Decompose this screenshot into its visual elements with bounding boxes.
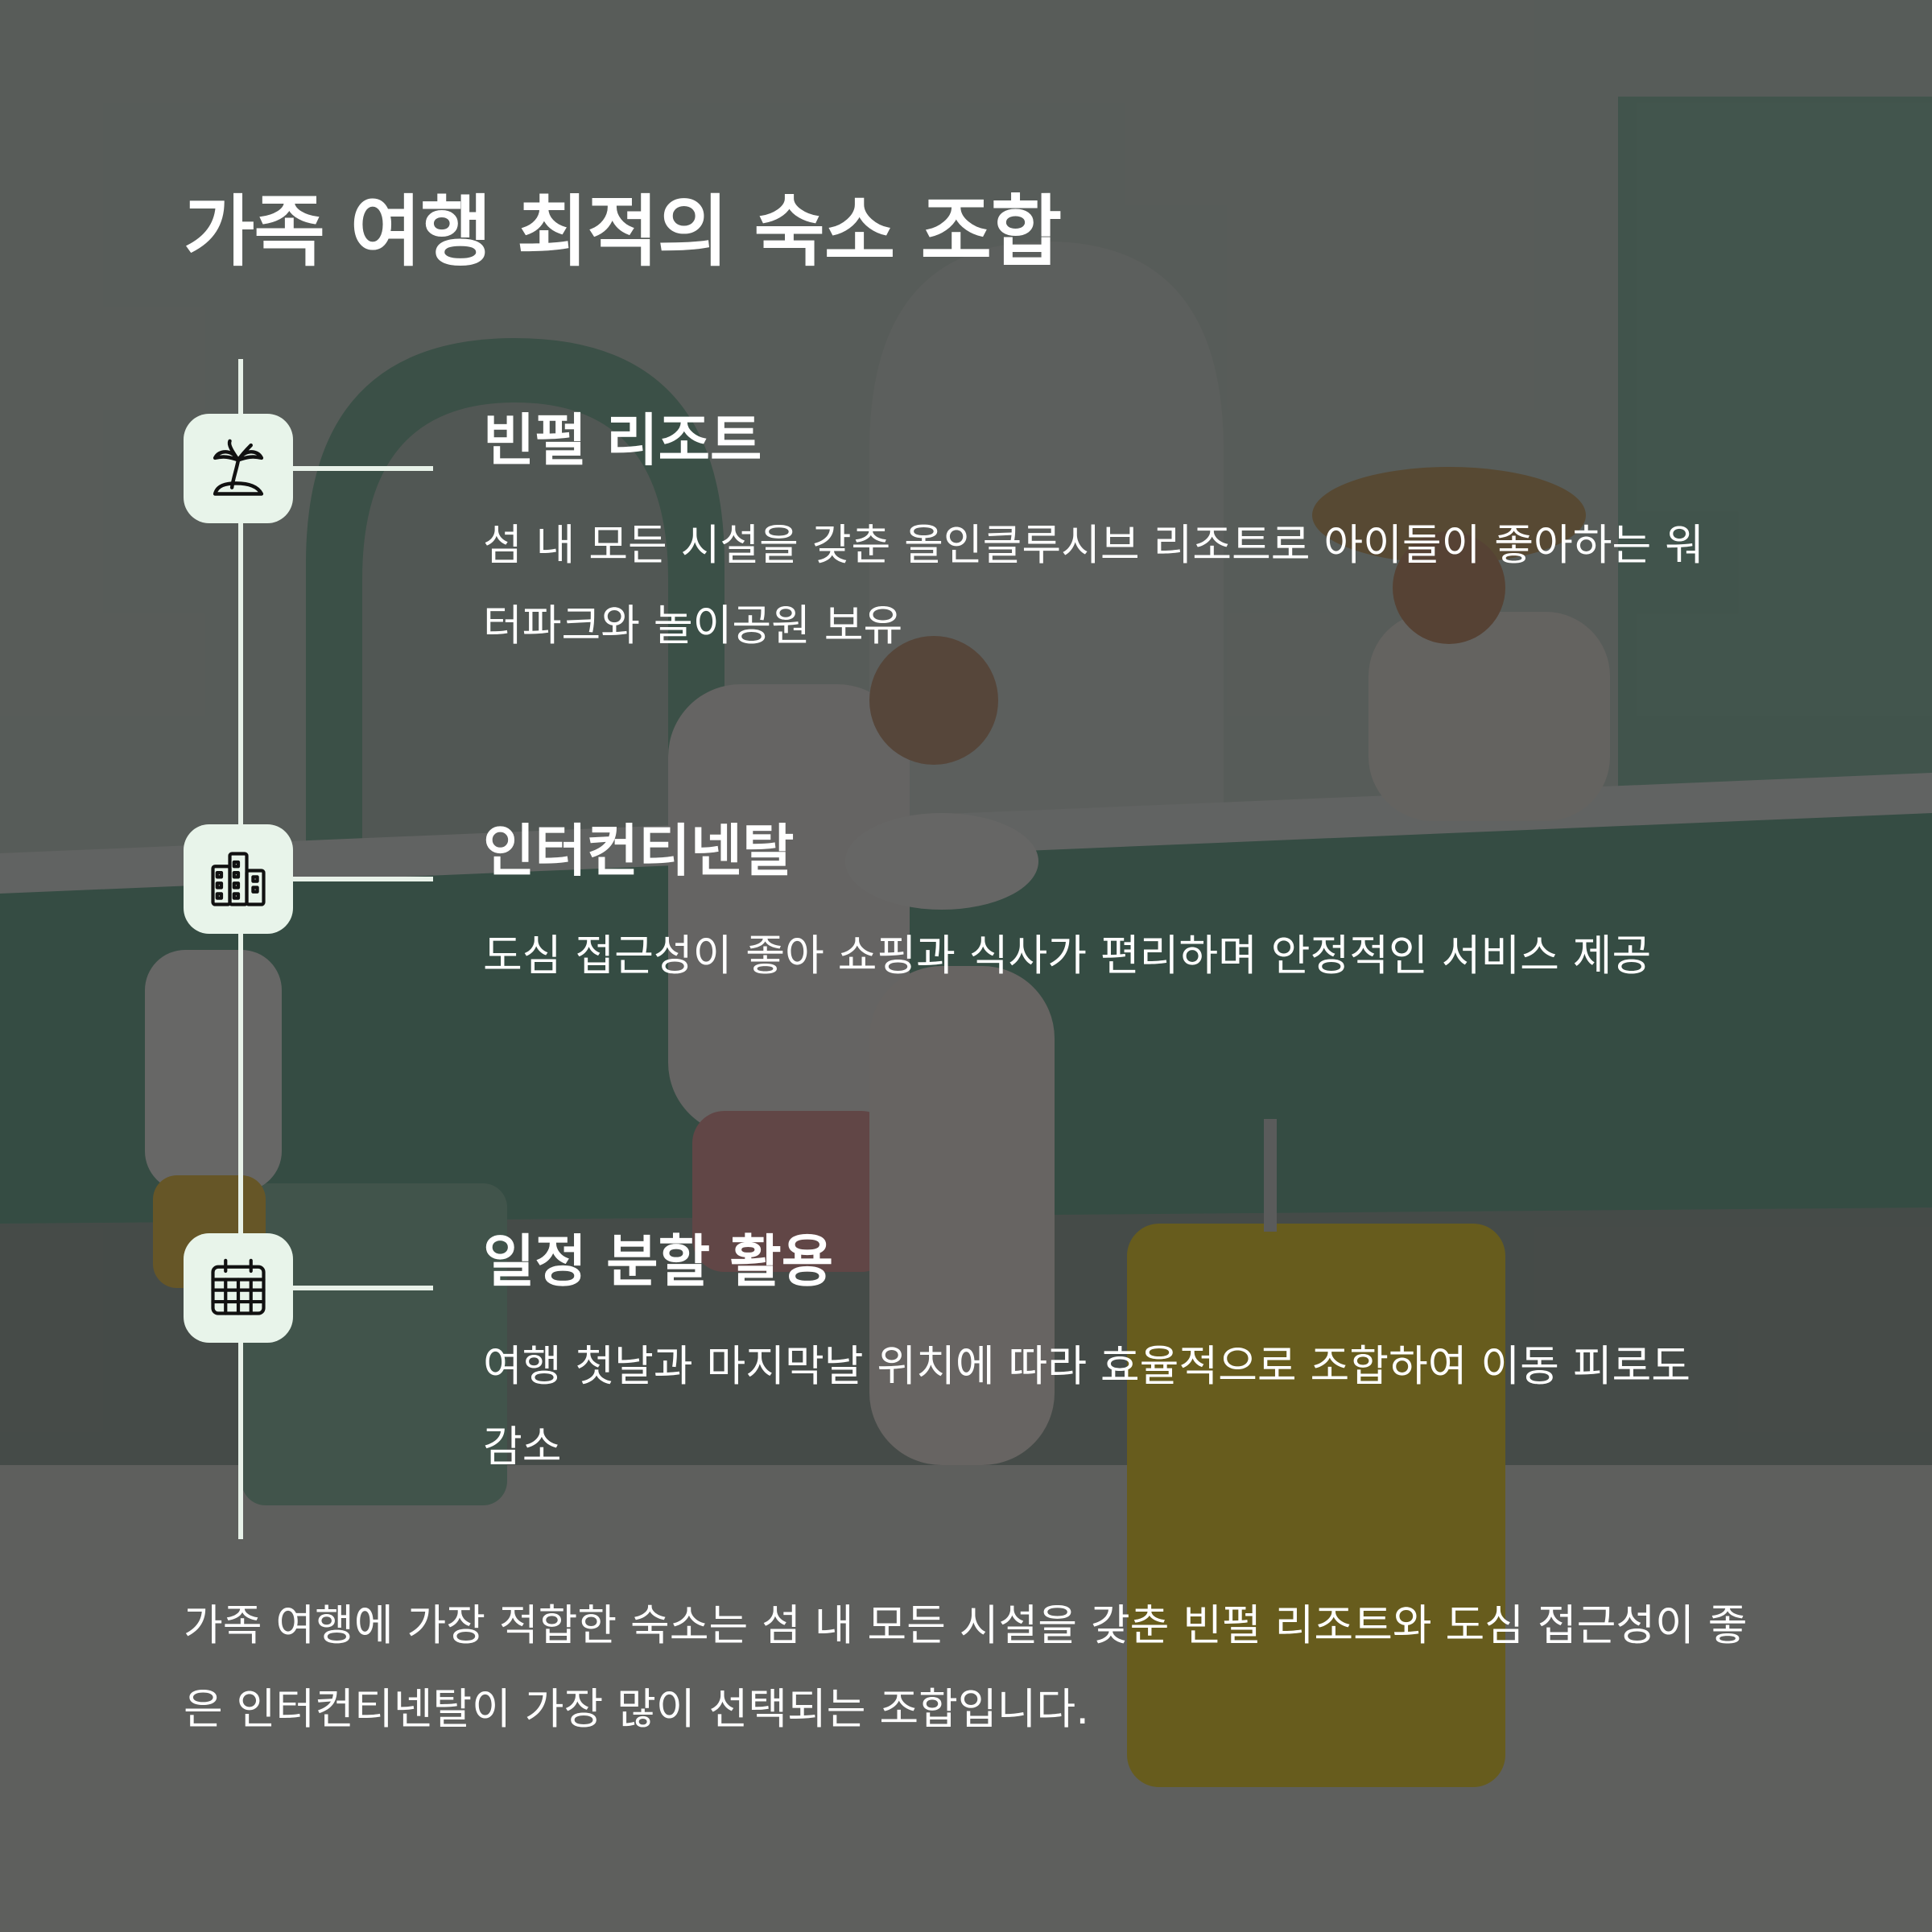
palm-tree-icon (213, 439, 264, 496)
summary-text: 가족 여행에 가장 적합한 숙소는 섬 내 모든 시설을 갖춘 빈펄 리조트와 … (184, 1601, 1748, 1734)
item-description-2: 도심 접근성이 좋아 쇼핑과 식사가 편리하며 안정적인 서비스 제공 (483, 931, 1652, 980)
page-title: 가족 여행 최적의 숙소 조합 (184, 187, 1062, 277)
timeline-connector-2 (293, 877, 433, 881)
item-title-2: 인터컨티넨탈 (483, 818, 795, 884)
timeline-marker-3 (184, 1233, 293, 1343)
timeline-marker-2 (184, 824, 293, 934)
calendar-icon (211, 1258, 266, 1315)
timeline-connector-3 (293, 1286, 433, 1290)
timeline-line (238, 359, 243, 1539)
buildings-icon (211, 852, 266, 906)
timeline-marker-1 (184, 414, 293, 523)
item-title-1: 빈펄 리조트 (483, 407, 762, 473)
item-description-1: 섬 내 모든 시설을 갖춘 올인클루시브 리조트로 아이들이 좋아하는 워터파크… (483, 521, 1704, 650)
timeline-connector-1 (293, 466, 433, 471)
item-title-3: 일정 분할 활용 (483, 1228, 834, 1294)
item-description-3: 여행 첫날과 마지막날 위치에 따라 효율적으로 조합하여 이동 피로도 감소 (483, 1342, 1691, 1472)
